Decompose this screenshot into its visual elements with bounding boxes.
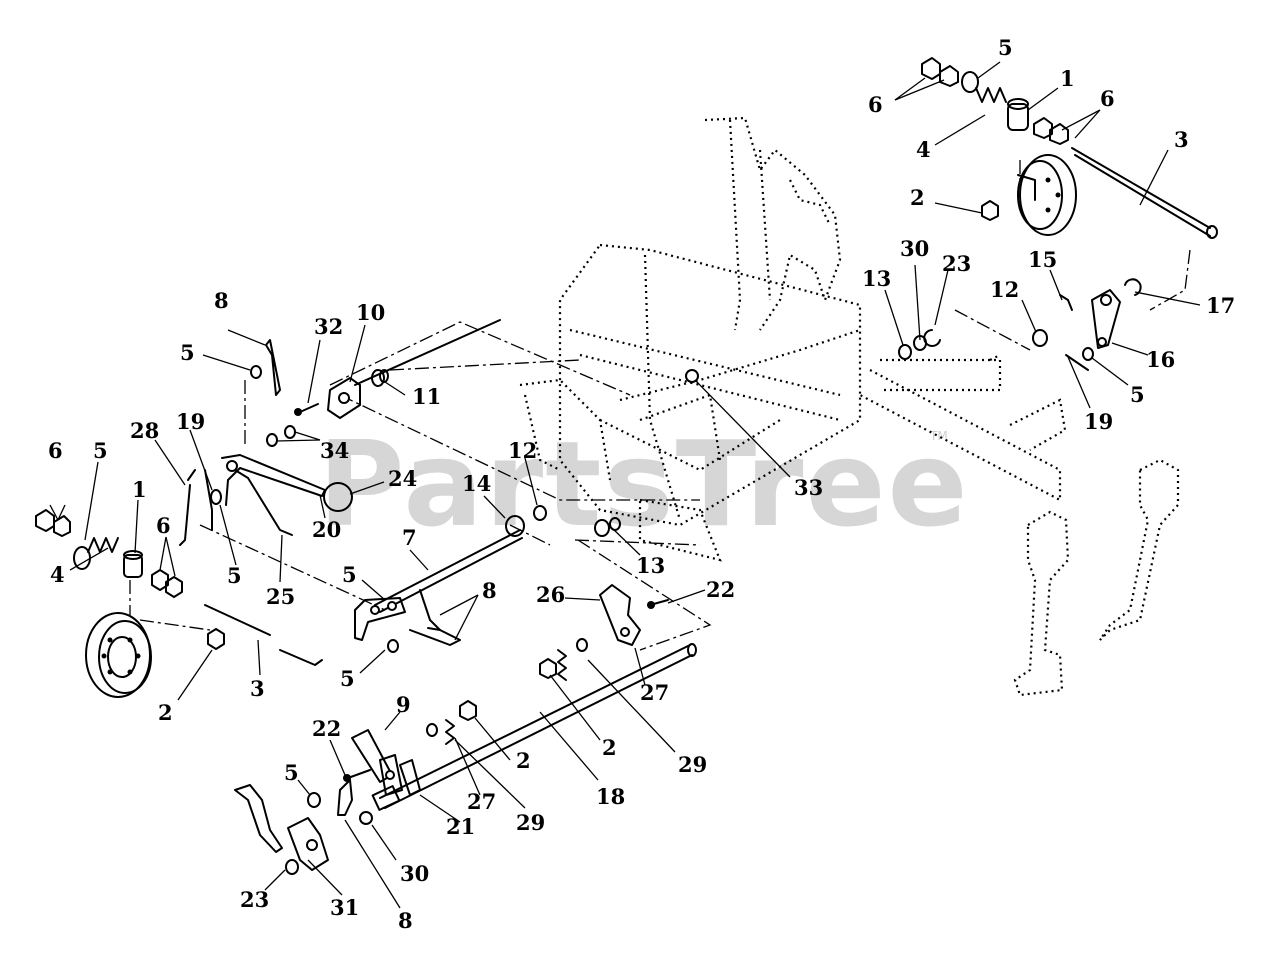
callout-21: 21 xyxy=(446,814,475,839)
callout-5-clevis-top: 5 xyxy=(342,562,357,587)
callout-26: 26 xyxy=(536,582,565,607)
callout-17: 17 xyxy=(1206,293,1235,318)
callout-7: 7 xyxy=(402,525,417,550)
callout-16: 16 xyxy=(1146,347,1175,372)
callout-10: 10 xyxy=(356,300,385,325)
callout-12-right: 12 xyxy=(990,277,1019,302)
bottom-left-parts xyxy=(234,779,373,875)
frame-assembly xyxy=(519,116,1067,562)
callout-5-top: 5 xyxy=(180,340,195,365)
brake-pedals xyxy=(1013,458,1180,697)
clevis-bracket xyxy=(354,589,461,653)
callout-15: 15 xyxy=(1028,247,1057,272)
watermark: PartsTree xyxy=(318,415,970,553)
callout-5-lever: 5 xyxy=(227,563,242,588)
callout-30-right: 30 xyxy=(900,236,929,261)
callout-6-left-lower: 6 xyxy=(156,513,171,538)
washers-34 xyxy=(266,425,296,447)
callout-25: 25 xyxy=(266,584,295,609)
callout-22-right: 22 xyxy=(706,577,735,602)
callout-19-right: 19 xyxy=(1084,409,1113,434)
callout-13-right: 13 xyxy=(862,266,891,291)
left-nuts xyxy=(35,509,225,650)
callout-28: 28 xyxy=(130,418,159,443)
callout-9: 9 xyxy=(396,692,411,717)
callout-6-left: 6 xyxy=(48,438,63,463)
callout-32: 32 xyxy=(314,314,343,339)
collar-21 xyxy=(371,785,401,811)
callout-19-left: 19 xyxy=(176,409,205,434)
callout-13-center: 13 xyxy=(636,553,665,578)
right-spring xyxy=(961,71,1007,103)
callout-labels: 1 1 2 2 2 2 3 3 4 4 5 5 5 5 5 5 5 5 6 6 … xyxy=(48,35,1235,933)
shaft-7 xyxy=(374,505,547,613)
callout-2-bottom-b: 2 xyxy=(516,748,531,773)
alignment-lines xyxy=(129,160,1191,651)
callout-27-bottom: 27 xyxy=(467,789,496,814)
springs-29-27 xyxy=(426,638,588,745)
right-lever-16 xyxy=(1059,278,1142,371)
callout-5-right-top: 5 xyxy=(998,35,1013,60)
callout-2-bottom-a: 2 xyxy=(602,735,617,760)
callout-18: 18 xyxy=(596,784,625,809)
cross-shaft-18 xyxy=(379,643,697,809)
callout-5-bottom: 5 xyxy=(284,760,299,785)
callout-5-right-lower: 5 xyxy=(1130,382,1145,407)
callout-24: 24 xyxy=(388,466,417,491)
callout-3-right: 3 xyxy=(1174,127,1189,152)
callout-1-left: 1 xyxy=(132,477,147,502)
leader-lines xyxy=(49,61,1201,909)
callout-1-right: 1 xyxy=(1060,66,1075,91)
bolt-32 xyxy=(294,403,319,416)
callout-23-right: 23 xyxy=(942,251,971,276)
left-brake-lever xyxy=(179,454,326,546)
callout-12-center: 12 xyxy=(508,438,537,463)
callout-11: 11 xyxy=(412,384,441,409)
callout-4-left: 4 xyxy=(50,562,65,587)
callout-2-left: 2 xyxy=(158,700,173,725)
knob xyxy=(323,482,353,512)
callout-8-clevis: 8 xyxy=(482,578,497,603)
callout-6-right: 6 xyxy=(1100,86,1115,111)
pedal-bracket-26 xyxy=(599,584,669,646)
pedal-arm-9 xyxy=(351,729,421,796)
watermark-trademark: TM xyxy=(929,429,948,443)
bushing-11 xyxy=(371,369,389,387)
callout-30-bottom: 30 xyxy=(400,861,429,886)
callout-29-bottom: 29 xyxy=(516,810,545,835)
callout-29-right: 29 xyxy=(678,752,707,777)
callout-4-right: 4 xyxy=(916,137,931,162)
callout-5-clevis-bottom: 5 xyxy=(340,666,355,691)
callout-14: 14 xyxy=(462,471,491,496)
callout-22-left: 22 xyxy=(312,716,341,741)
right-bushings xyxy=(898,329,1048,360)
callout-8-bottom: 8 xyxy=(398,908,413,933)
hairpin-8-top xyxy=(250,339,281,396)
callout-8-top: 8 xyxy=(214,288,229,313)
left-brake-rod xyxy=(204,604,323,666)
callout-34: 34 xyxy=(320,438,349,463)
callout-23-bottom: 23 xyxy=(240,887,269,912)
callout-6-right-top: 6 xyxy=(868,92,883,117)
left-spring-cap xyxy=(123,550,143,578)
callout-5-left: 5 xyxy=(93,438,108,463)
callout-2-right: 2 xyxy=(910,185,925,210)
bolt-22-lower xyxy=(343,769,371,782)
right-brake-drum xyxy=(1017,154,1077,236)
callout-31: 31 xyxy=(330,895,359,920)
callout-33: 33 xyxy=(794,475,823,500)
left-brake-drum xyxy=(85,612,152,698)
callout-3-left: 3 xyxy=(250,676,265,701)
right-brake-rod xyxy=(1071,147,1218,239)
callout-20: 20 xyxy=(312,517,341,542)
right-spring-cap xyxy=(1007,98,1029,131)
callout-27-right: 27 xyxy=(640,680,669,705)
